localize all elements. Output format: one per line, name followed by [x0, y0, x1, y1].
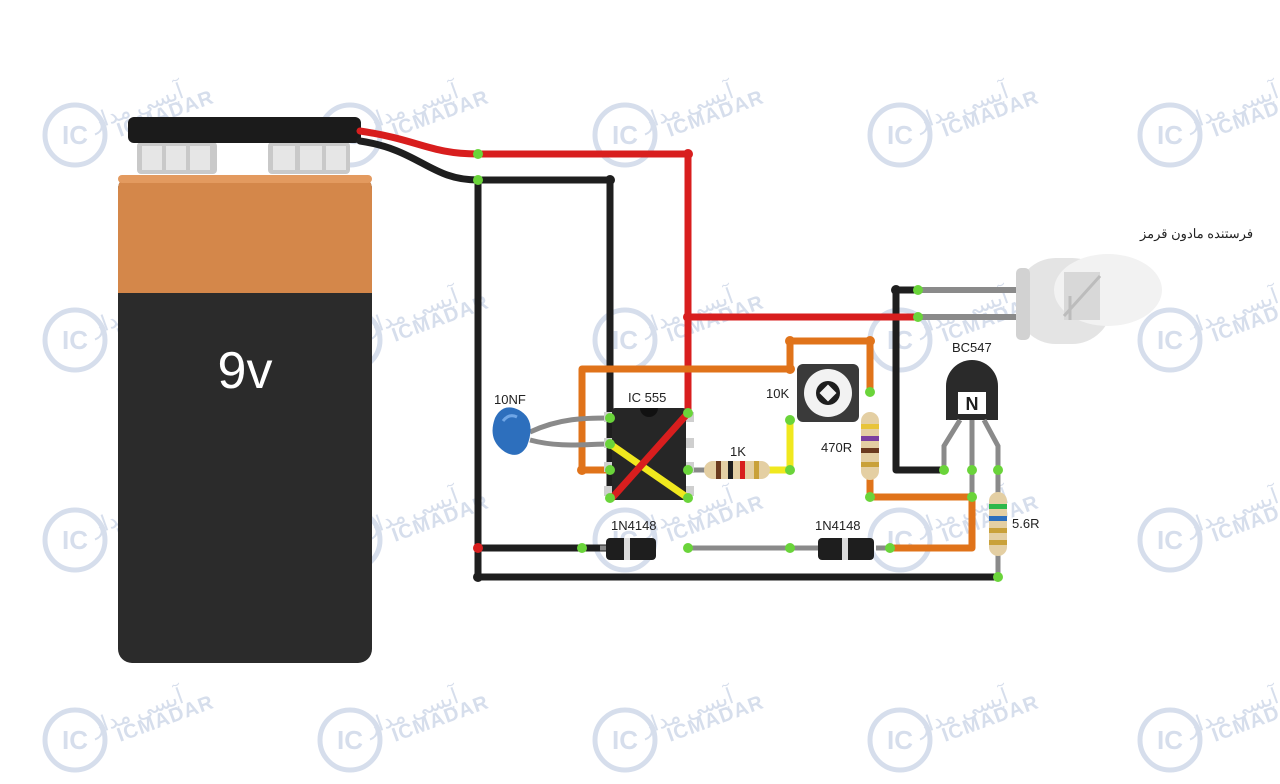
svg-text:IC: IC: [887, 120, 913, 150]
wire-joint: [885, 543, 895, 553]
wire-joint: [939, 465, 949, 475]
wire-joint: [785, 415, 795, 425]
wire-joint: [683, 493, 693, 503]
svg-text:IC: IC: [1157, 525, 1183, 555]
resistor-1k-label: 1K: [730, 444, 746, 459]
resistor-5-6r-label: 5.6R: [1012, 516, 1039, 531]
wire-joint: [913, 312, 923, 322]
wire-joint: [993, 465, 1003, 475]
resistor-5-6r: [989, 492, 1007, 556]
wire-joint: [577, 465, 587, 475]
wire-joint: [913, 285, 923, 295]
svg-text:IC: IC: [62, 120, 88, 150]
diode-2-label: 1N4148: [815, 518, 861, 533]
svg-text:IC: IC: [1157, 725, 1183, 755]
wire-joint: [683, 312, 693, 322]
potentiometer-label: 10K: [766, 386, 789, 401]
battery-terminal-left: [137, 142, 217, 174]
capacitor-10nf: [492, 407, 531, 455]
svg-text:IC: IC: [612, 725, 638, 755]
svg-text:IC: IC: [612, 120, 638, 150]
wire-joint: [865, 492, 875, 502]
wire-joint: [967, 492, 977, 502]
resistor-470r: [861, 412, 879, 480]
transistor-bc547: N: [941, 360, 1001, 497]
battery-terminal-right: [268, 142, 350, 174]
ic-label: IC 555: [628, 390, 666, 405]
wire-joint: [605, 439, 615, 449]
battery-black-lead: [356, 137, 482, 184]
potentiometer-10k: [797, 364, 859, 422]
diode-1-label: 1N4148: [611, 518, 657, 533]
wire-joint: [967, 465, 977, 475]
wire-joint: [785, 465, 795, 475]
svg-text:IC: IC: [62, 325, 88, 355]
svg-text:IC: IC: [887, 325, 913, 355]
wire-joint: [785, 336, 795, 346]
svg-text:IC: IC: [1157, 325, 1183, 355]
wire-joint: [473, 149, 483, 159]
svg-text:IC: IC: [1157, 120, 1183, 150]
wire-joint: [473, 543, 483, 553]
transistor-marking: N: [966, 394, 979, 414]
diode-1n4148-1: [606, 538, 656, 560]
ir-led: [1016, 254, 1162, 344]
component-leads: [528, 415, 1001, 577]
battery-9v: 9v: [118, 117, 372, 663]
ir-led-label: فرستنده مادون قرمز: [1139, 226, 1253, 242]
wire-joint: [785, 543, 795, 553]
resistor-1k: [704, 461, 770, 479]
led-lead-wires: [918, 287, 1025, 320]
svg-text:IC: IC: [887, 725, 913, 755]
svg-text:IC: IC: [62, 525, 88, 555]
wire-joint: [473, 175, 483, 185]
battery-snap-connector: [128, 117, 361, 143]
wire-joint: [605, 413, 615, 423]
wire-joint: [891, 285, 901, 295]
svg-text:IC: IC: [337, 725, 363, 755]
wire-joint: [605, 493, 615, 503]
wire-joint: [865, 336, 875, 346]
wire-joint: [683, 465, 693, 475]
transistor-label: BC547: [952, 340, 992, 355]
ic-yellow-jumper: [608, 441, 690, 501]
ic-red-jumper: [609, 410, 691, 501]
wire-joint: [683, 149, 693, 159]
wire-joint: [605, 175, 615, 185]
svg-text:IC: IC: [62, 725, 88, 755]
wire-joint: [605, 465, 615, 475]
svg-text:IC: IC: [612, 325, 638, 355]
wire-joint: [683, 543, 693, 553]
wire-joint: [683, 408, 693, 418]
wire-joint: [473, 572, 483, 582]
wire-joint: [993, 572, 1003, 582]
capacitor-label: 10NF: [494, 392, 526, 407]
battery-red-lead: [356, 127, 482, 158]
diode-1n4148-2: [818, 538, 874, 560]
wire-joint: [785, 364, 795, 374]
resistor-470r-label: 470R: [821, 440, 852, 455]
wire-joint: [577, 543, 587, 553]
joint-markers: [473, 149, 1003, 582]
wire-joint: [865, 387, 875, 397]
battery-voltage-label: 9v: [218, 342, 273, 400]
